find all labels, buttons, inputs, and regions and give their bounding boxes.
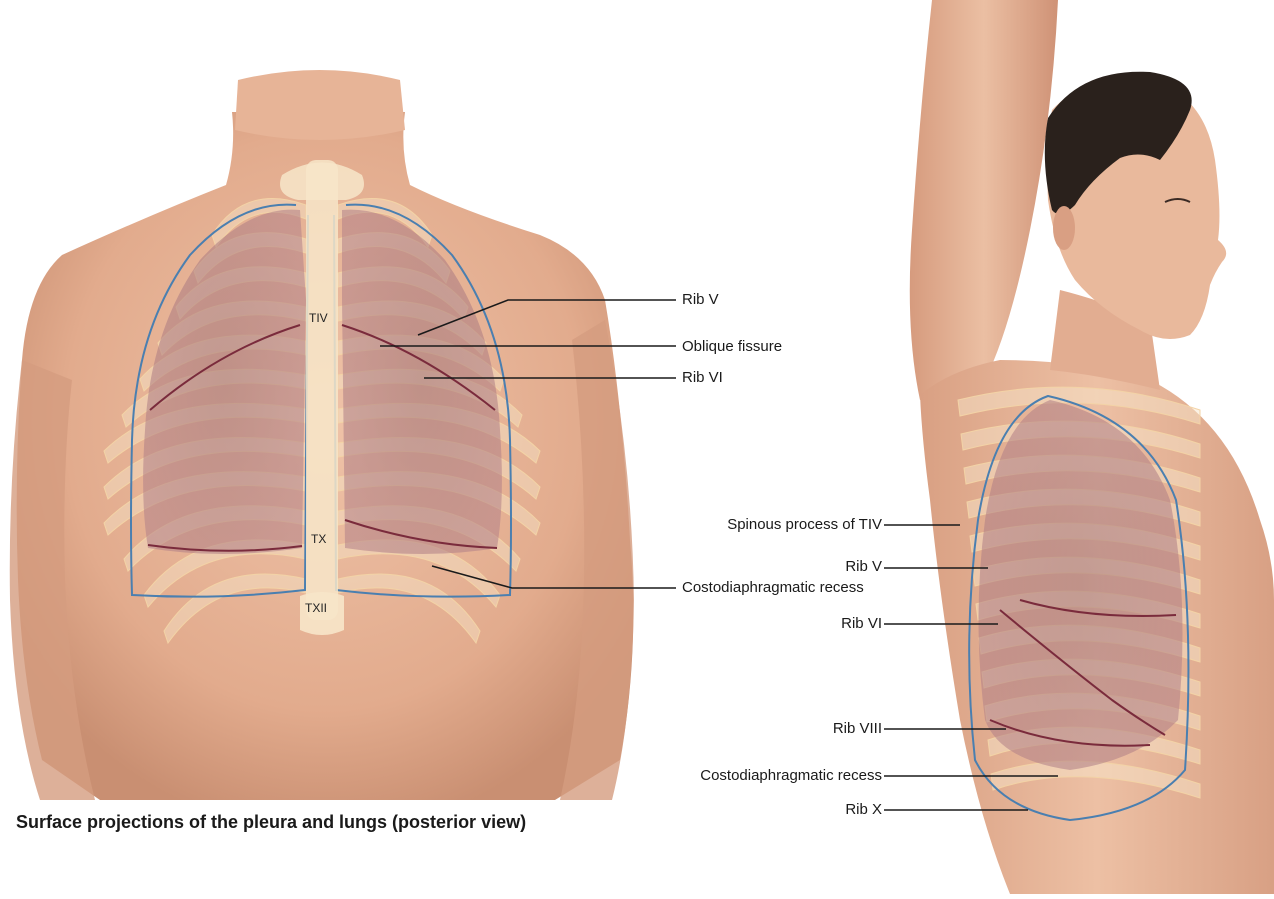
callout-oblique-fissure: Oblique fissure <box>682 338 782 356</box>
vertebral-column <box>306 160 338 620</box>
vertebra-label-tx: TX <box>311 532 326 546</box>
callout-rib-v-posterior: Rib V <box>682 291 719 309</box>
callout-rib-viii-lateral: Rib VIII <box>833 720 882 738</box>
ear <box>1053 206 1075 250</box>
callout-spinous-process-tiv: Spinous process of TIV <box>727 516 882 534</box>
neck <box>235 70 405 140</box>
callout-rib-x-lateral: Rib X <box>845 801 882 819</box>
vertebra-label-txii: TXII <box>305 601 327 615</box>
callout-costodiaphragmatic-lateral: Costodiaphragmatic recess <box>700 767 882 785</box>
callout-costodiaphragmatic-posterior: Costodiaphragmatic recess <box>682 579 864 597</box>
raised-arm <box>910 0 1058 400</box>
lateral-figure <box>910 0 1274 894</box>
posterior-figure <box>10 70 634 800</box>
callout-rib-vi-lateral: Rib VI <box>841 615 882 633</box>
callout-rib-v-lateral: Rib V <box>845 558 882 576</box>
vertebra-label-tiv: TIV <box>309 311 328 325</box>
figure-caption: Surface projections of the pleura and lu… <box>16 812 526 833</box>
callout-rib-vi-posterior: Rib VI <box>682 369 723 387</box>
